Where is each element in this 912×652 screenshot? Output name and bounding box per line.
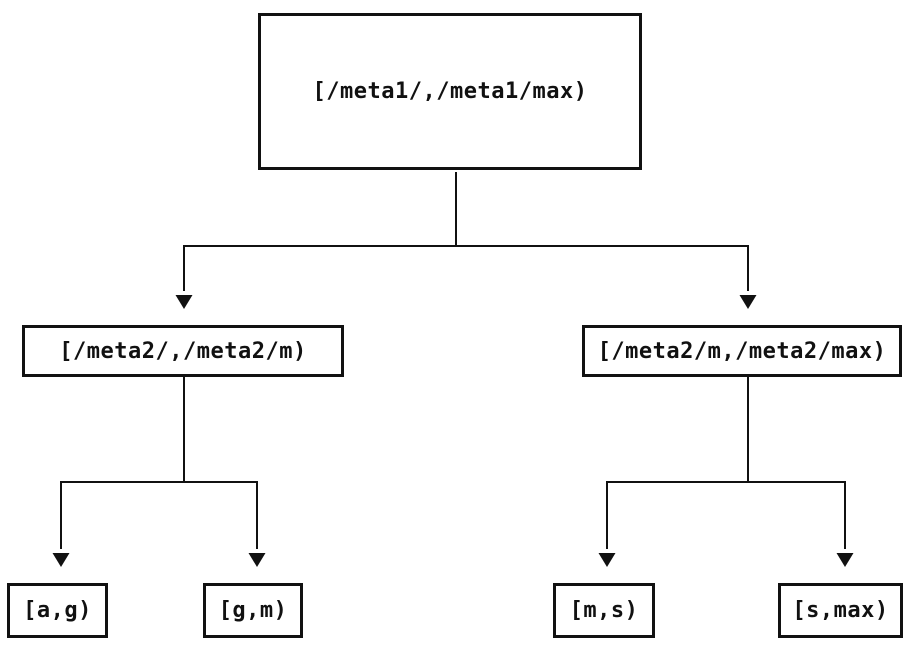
node-leaf-ag: [a,g)	[7, 583, 108, 638]
arrowhead-icon	[175, 295, 193, 309]
node-leaf-ms-label: [m,s)	[569, 598, 639, 623]
edge-left-to-leaves	[52, 377, 266, 567]
arrowhead-icon	[248, 553, 266, 567]
arrowhead-icon	[598, 553, 616, 567]
node-leaf-gm: [g,m)	[203, 583, 303, 638]
node-root-label: [/meta1/,/meta1/max)	[312, 79, 588, 104]
node-leaf-gm-label: [g,m)	[218, 598, 288, 623]
node-left-child: [/meta2/,/meta2/m)	[22, 325, 344, 377]
node-left-child-label: [/meta2/,/meta2/m)	[59, 338, 307, 364]
node-leaf-smax-label: [s,max)	[792, 598, 889, 623]
node-leaf-ag-label: [a,g)	[23, 598, 92, 623]
edge-root-to-children	[175, 172, 757, 309]
arrowhead-icon	[739, 295, 757, 309]
arrowhead-icon	[52, 553, 70, 567]
arrowhead-icon	[836, 553, 854, 567]
node-root: [/meta1/,/meta1/max)	[258, 13, 642, 170]
node-leaf-ms: [m,s)	[553, 583, 655, 638]
node-right-child-label: [/meta2/m,/meta2/max)	[597, 338, 887, 364]
node-right-child: [/meta2/m,/meta2/max)	[582, 325, 902, 377]
edge-right-to-leaves	[598, 377, 854, 567]
node-leaf-smax: [s,max)	[778, 583, 903, 638]
